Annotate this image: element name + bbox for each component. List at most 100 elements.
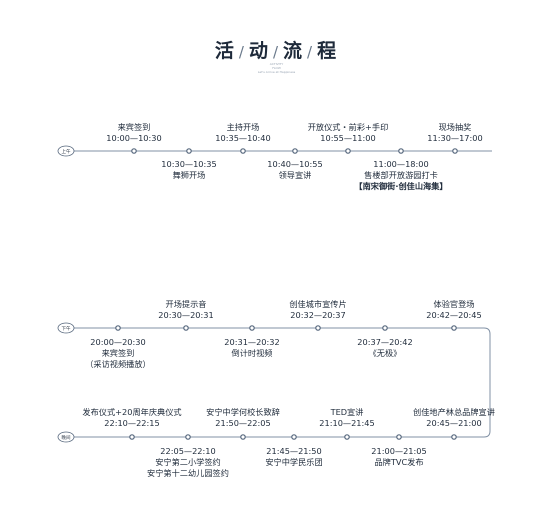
event-name: 售楼部开放游园打卡	[364, 170, 438, 180]
event-time: 22:10—22:15	[104, 418, 160, 428]
title-separator: /	[238, 43, 246, 61]
event-time: 20:45—21:00	[426, 418, 482, 428]
title-separator: /	[272, 43, 281, 61]
title-char: 活	[214, 40, 236, 62]
timeline-dot	[398, 148, 404, 154]
event-time: 10:30—10:35	[161, 159, 217, 169]
page-title: 活/动/流/程	[0, 36, 553, 63]
event-time: 20:32—20:37	[290, 310, 346, 320]
timeline-dot	[315, 325, 321, 331]
event-name: TED宣讲	[330, 407, 364, 417]
event-name: 现场抽奖	[438, 122, 472, 132]
subtitle-line: FLOW	[272, 66, 281, 70]
event-time: 21:50—22:05	[215, 418, 271, 428]
event-time: 21:00—21:05	[371, 446, 427, 456]
title-char: 程	[317, 40, 339, 62]
event-name: 主持开场	[226, 122, 260, 132]
timeline-dot	[249, 325, 255, 331]
event-label: 20:31—20:32 倒计时视频	[224, 337, 279, 359]
event-time: 11:30—17:00	[427, 133, 483, 143]
event-label: 安宁中学何校长致辞 21:50—22:05	[206, 407, 280, 429]
event-label: 开放仪式・前彩+手印 10:55—11:00	[308, 122, 389, 144]
timeline-dot	[129, 434, 135, 440]
subtitle-line: ACTIVITY	[269, 62, 284, 66]
event-label: 22:05—22:10 安宁第二小学签约 安宁第十二幼儿园签约	[147, 446, 229, 479]
title-char: 流	[283, 40, 305, 62]
event-extra: 安宁第十二幼儿园签约	[147, 468, 229, 478]
event-time: 10:35—10:40	[215, 133, 271, 143]
timeline-dot	[131, 148, 137, 154]
timeline-dot	[115, 325, 121, 331]
event-label: 10:30—10:35 舞狮开场	[161, 159, 216, 181]
timeline-dot	[451, 434, 457, 440]
event-time: 10:55—11:00	[320, 133, 376, 143]
event-label: 21:00—21:05 品牌TVC发布	[371, 446, 426, 468]
event-extra: 【南宋御街·创佳山海集】	[354, 181, 448, 191]
title-char: 动	[248, 40, 270, 62]
event-time: 21:45—21:50	[266, 446, 322, 456]
timeline-dot	[382, 325, 388, 331]
event-label: 现场抽奖 11:30—17:00	[427, 122, 482, 144]
event-label: 体验官登场 20:42—20:45	[426, 299, 481, 321]
event-label: 20:37—20:42 《无极》	[357, 337, 412, 359]
event-time: 10:00—10:30	[106, 133, 162, 143]
event-label: 创佳地产林总品牌宣讲 20:45—21:00	[413, 407, 495, 429]
timeline-dot	[240, 148, 246, 154]
timeline-dot	[451, 325, 457, 331]
event-name: 品牌TVC发布	[374, 457, 424, 467]
event-time: 22:05—22:10	[160, 446, 216, 456]
event-name: 创佳地产林总品牌宣讲	[413, 407, 495, 417]
page-subtitle: ACTIVITY FLOW Let's Arrive at Happiness	[0, 62, 553, 74]
event-label: 发布仪式+20周年庆典仪式 22:10—22:15	[82, 407, 181, 429]
event-label: 10:40—10:55 领导宣讲	[267, 159, 322, 181]
event-label: 创佳城市宣传片 20:32—20:37	[289, 299, 346, 321]
event-label: 主持开场 10:35—10:40	[215, 122, 270, 144]
timeline-dot	[185, 434, 191, 440]
event-time: 10:40—10:55	[267, 159, 323, 169]
event-time: 20:00—20:30	[90, 337, 146, 347]
event-time: 20:37—20:42	[357, 337, 413, 347]
event-time: 11:00—18:00	[373, 159, 429, 169]
event-name: 舞狮开场	[172, 170, 206, 180]
event-label: 11:00—18:00 售楼部开放游园打卡 【南宋御街·创佳山海集】	[354, 159, 447, 192]
event-extra: （采访视频播放）	[85, 359, 151, 369]
event-time: 20:31—20:32	[224, 337, 280, 347]
event-name: 创佳城市宣传片	[289, 299, 347, 309]
timeline-dot	[240, 434, 246, 440]
event-label: 开场提示音 20:30—20:31	[158, 299, 213, 321]
row-marker-morning: 上午	[57, 145, 75, 157]
event-name: 安宁中学何校长致辞	[206, 407, 280, 417]
event-name: 开放仪式・前彩+手印	[307, 122, 389, 132]
timeline-dot	[345, 148, 351, 154]
subtitle-line: Let's Arrive at Happiness	[257, 70, 296, 74]
row-marker-evening: 晚间	[57, 431, 75, 443]
title-separator: /	[307, 43, 315, 61]
row-marker-label: 上午	[62, 148, 71, 155]
timeline-dot	[291, 434, 297, 440]
event-label: 21:45—21:50 安宁中学民乐团	[265, 446, 322, 468]
event-label: TED宣讲 21:10—21:45	[319, 407, 374, 429]
event-name: 体验官登场	[433, 299, 475, 309]
timeline-dot	[344, 434, 350, 440]
event-name: 《无极》	[368, 348, 402, 358]
timeline-dot	[396, 434, 402, 440]
event-time: 20:30—20:31	[158, 310, 214, 320]
event-time: 20:42—20:45	[426, 310, 482, 320]
timeline-dot	[292, 148, 298, 154]
event-name: 领导宣讲	[278, 170, 312, 180]
event-name: 倒计时视频	[231, 348, 273, 358]
event-name: 来宾签到	[101, 348, 135, 358]
event-time: 21:10—21:45	[319, 418, 375, 428]
timeline-serpentine-line	[74, 327, 491, 438]
event-name: 开场提示音	[165, 299, 207, 309]
timeline-dot	[183, 325, 189, 331]
row-marker-label: 晚间	[62, 434, 71, 441]
event-name: 安宁中学民乐团	[265, 457, 323, 467]
event-label: 来宾签到 10:00—10:30	[106, 122, 161, 144]
row-marker-label: 下午	[62, 325, 71, 332]
row-marker-afternoon: 下午	[57, 322, 75, 334]
event-name: 安宁第二小学签约	[155, 457, 221, 467]
timeline-dot	[186, 148, 192, 154]
event-name: 来宾签到	[117, 122, 151, 132]
